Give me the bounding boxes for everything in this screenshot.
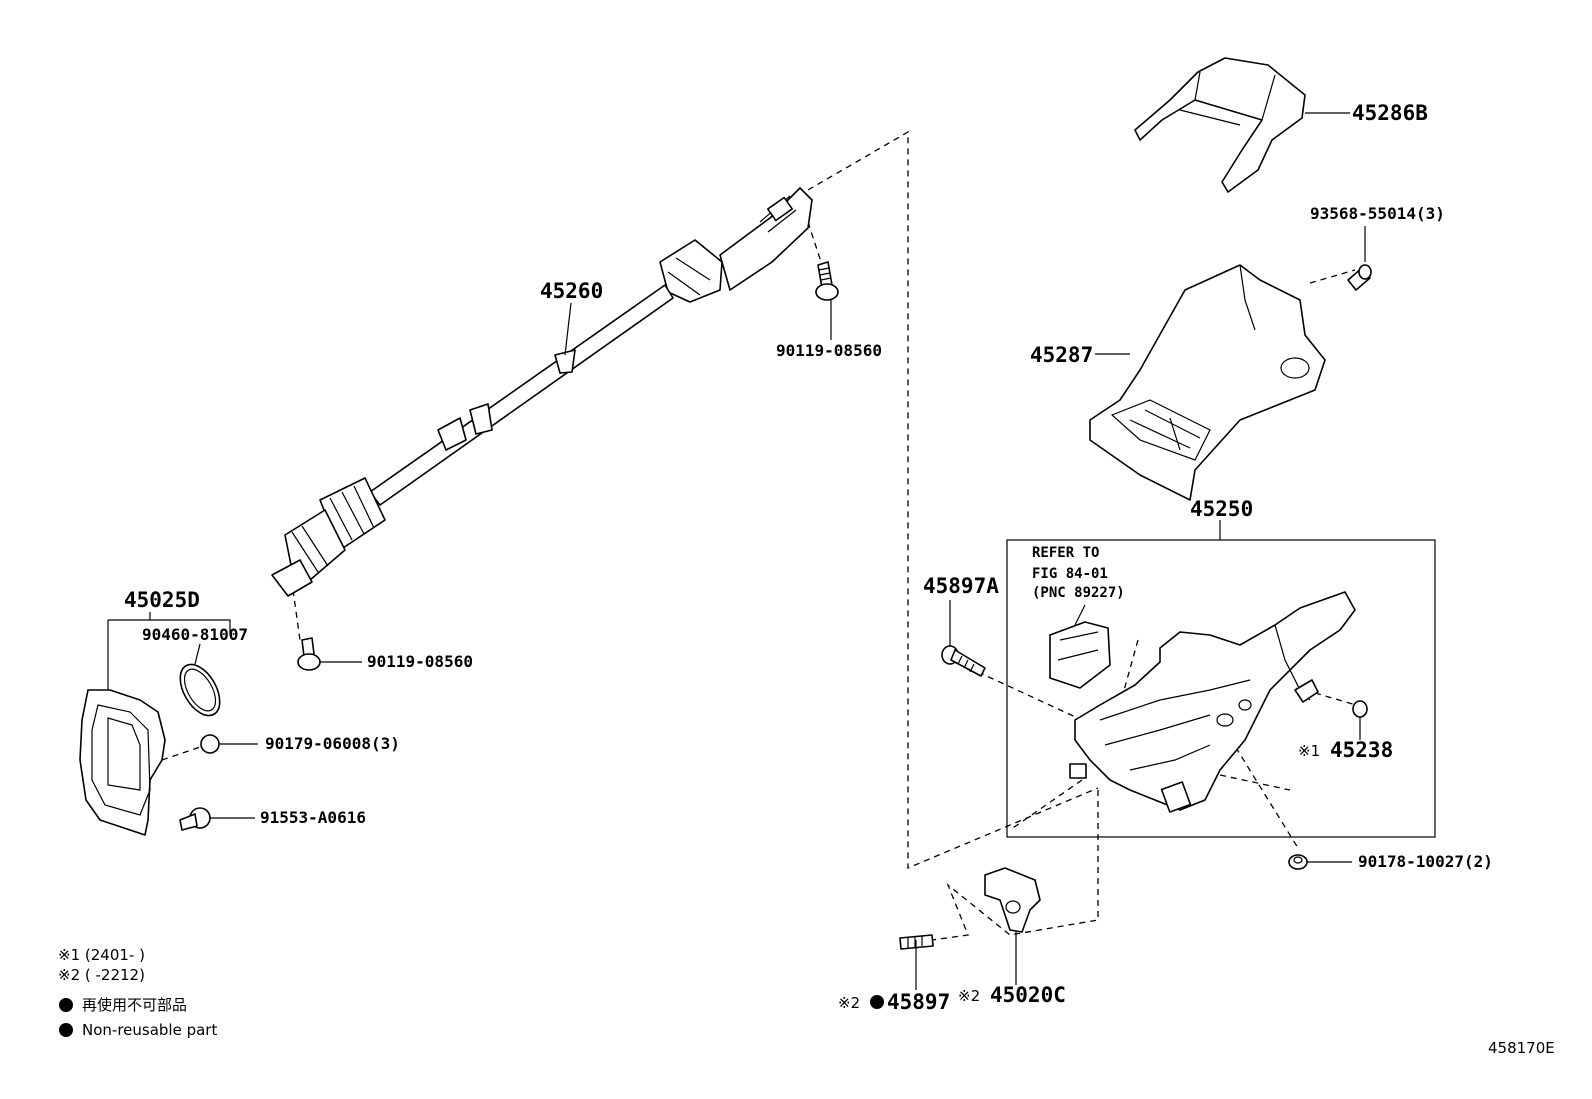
legend: ※1 (2401- ) ※2 ( -2212) 再使用不可部品 Non-reus… bbox=[58, 946, 217, 1039]
label-93568: 93568-55014(3) bbox=[1310, 204, 1445, 223]
bracket-45020C bbox=[984, 867, 1041, 933]
label-45238: 45238 bbox=[1330, 738, 1393, 762]
bolt-91553 bbox=[179, 807, 211, 831]
nut-90178 bbox=[1288, 854, 1308, 870]
label-45020C: 45020C bbox=[990, 983, 1066, 1007]
legend-nonreusable-jp: 再使用不可部品 bbox=[82, 996, 187, 1014]
nonreusable-dot-45897 bbox=[870, 995, 884, 1009]
callout-labels: 45286B 93568-55014(3) 45287 45250 45260 … bbox=[124, 101, 1493, 1014]
label-45025D: 45025D bbox=[124, 588, 200, 612]
label-90178: 90178-10027(2) bbox=[1358, 852, 1493, 871]
legend-note-2: ※2 ( -2212) bbox=[58, 966, 145, 984]
label-45287: 45287 bbox=[1030, 343, 1093, 367]
leader-lines bbox=[107, 112, 1366, 990]
label-90119-bottom: 90119-08560 bbox=[367, 652, 473, 671]
bolt-45897A bbox=[941, 645, 986, 677]
legend-nonreusable-en: Non-reusable part bbox=[82, 1021, 217, 1039]
label-45897A: 45897A bbox=[923, 574, 999, 598]
label-45897: 45897 bbox=[887, 990, 950, 1014]
refer-line-3: (PNC 89227) bbox=[1032, 585, 1125, 601]
label-90179: 90179-06008(3) bbox=[265, 734, 400, 753]
bolt-90119-top bbox=[815, 261, 839, 301]
label-45250: 45250 bbox=[1190, 497, 1253, 521]
label-91553: 91553-A0616 bbox=[260, 808, 366, 827]
label-90119-top: 90119-08560 bbox=[776, 341, 882, 360]
label-45260: 45260 bbox=[540, 279, 603, 303]
legend-dot-jp bbox=[59, 998, 73, 1012]
refer-line-1: REFER TO bbox=[1032, 545, 1099, 561]
refer-line-2: FIG 84-01 bbox=[1032, 566, 1108, 582]
screw-93568 bbox=[1347, 264, 1372, 291]
nut-45238 bbox=[1352, 700, 1368, 718]
bolt-90119-bottom bbox=[297, 637, 321, 671]
label-45286B: 45286B bbox=[1352, 101, 1428, 125]
label-90460: 90460-81007 bbox=[142, 625, 248, 644]
nut-90179 bbox=[200, 734, 220, 754]
steering-column-45250 bbox=[1006, 520, 1436, 838]
mark-45238: ※1 bbox=[1298, 742, 1320, 760]
upper-cover-45286B bbox=[1134, 57, 1306, 193]
mark-45897: ※2 bbox=[838, 994, 860, 1012]
intermediate-shaft-45260 bbox=[271, 187, 813, 597]
legend-note-1: ※1 (2401- ) bbox=[58, 946, 145, 964]
lower-cover-45287 bbox=[1089, 264, 1326, 501]
figure-id: 458170E bbox=[1488, 1039, 1555, 1057]
mark-45020C: ※2 bbox=[958, 987, 980, 1005]
legend-dot-en bbox=[59, 1023, 73, 1037]
hole-cover-45025D bbox=[79, 689, 166, 836]
gasket-90460 bbox=[179, 663, 221, 717]
